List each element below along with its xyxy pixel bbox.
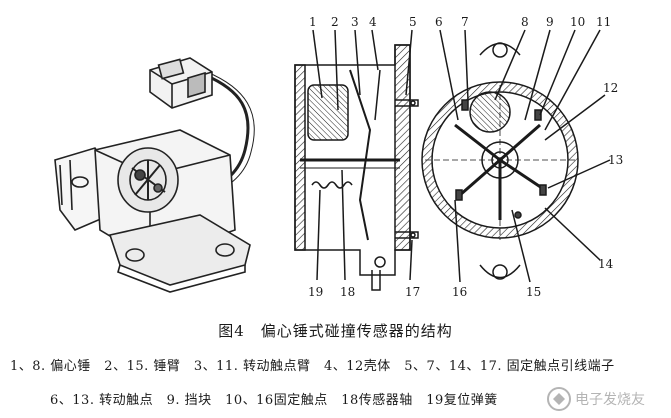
callout-label: 3 (351, 15, 359, 29)
svg-text:电子发烧友: 电子发烧友 (575, 392, 645, 408)
figure-caption: 图4 偏心锤式碰撞传感器的结构 (218, 322, 453, 340)
sensor-cross-section (294, 29, 419, 291)
legend-line-2: 6、13. 转动触点 9. 挡块 10、16固定触点 18传感器轴 19复位弹簧 (50, 393, 498, 408)
callout-label: 10 (570, 15, 585, 29)
callout-label: 5 (409, 15, 417, 29)
callout-label: 12 (603, 81, 618, 95)
callout-label: 11 (596, 15, 611, 29)
watermark-logo: 电子发烧友 (547, 387, 645, 411)
callout-label: 7 (461, 15, 469, 29)
callout-label: 1 (309, 15, 317, 29)
callout-label: 15 (526, 285, 541, 299)
legend-line-1: 1、8. 偏心锤 2、15. 锤臂 3、11. 转动触点臂 4、12壳体 5、7… (10, 359, 615, 374)
callout-label: 14 (598, 257, 614, 271)
callout-label: 2 (331, 15, 339, 29)
callout-label: 19 (308, 285, 323, 299)
sensor-exterior-illustration (54, 57, 255, 293)
callout-label: 16 (452, 285, 467, 299)
callout-label: 18 (340, 285, 355, 299)
sensor-end-view (421, 29, 611, 283)
callout-label: 9 (546, 15, 554, 29)
callout-label: 6 (435, 15, 443, 29)
callout-label: 4 (369, 15, 377, 29)
callout-label: 17 (405, 285, 420, 299)
callout-label: 13 (608, 153, 623, 167)
callout-label: 8 (521, 15, 529, 29)
